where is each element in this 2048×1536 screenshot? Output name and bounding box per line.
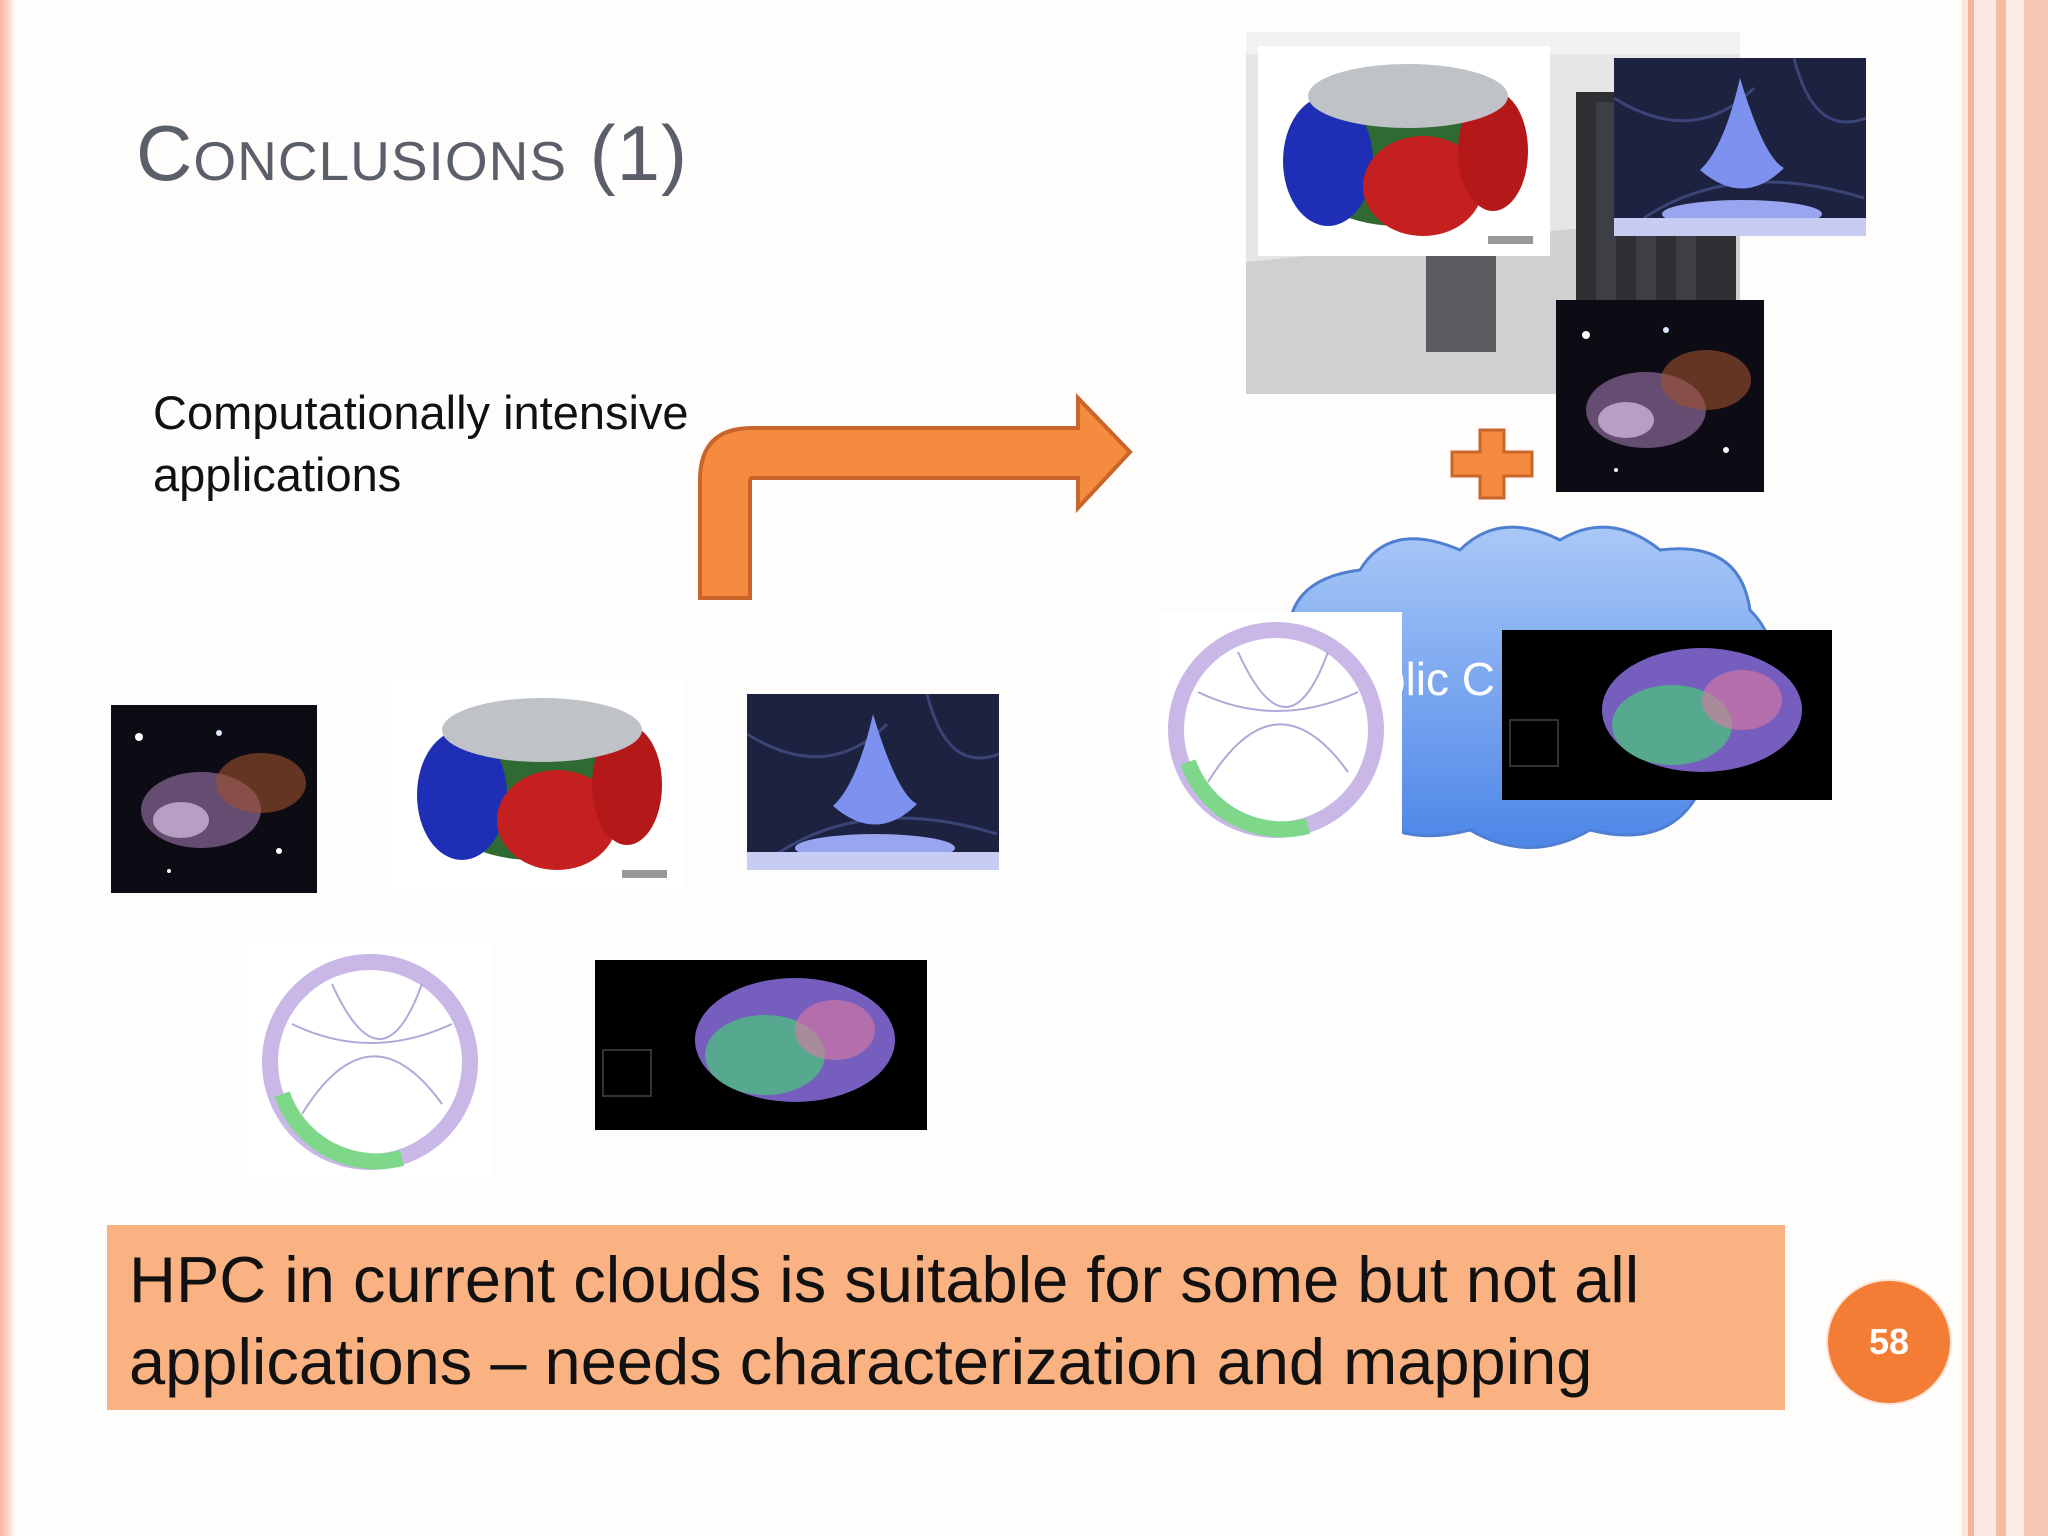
conclusion-box: HPC in current clouds is suitable for so… <box>107 1225 1785 1410</box>
connectome-circle-image <box>248 944 492 1178</box>
slide-title: Conclusions (1) <box>136 109 689 197</box>
connectome-circle-image <box>1158 612 1402 846</box>
protein-structure-image <box>392 680 684 890</box>
right-border <box>1962 0 2048 1536</box>
neuron-synapse-image <box>1614 58 1866 236</box>
bent-arrow-icon <box>698 393 1133 600</box>
protein-structure-image <box>1258 46 1550 256</box>
nebula-image <box>111 705 317 893</box>
nebula-image <box>1556 300 1764 492</box>
brain-tractography-image <box>1502 630 1832 800</box>
left-border-stripe <box>0 0 14 1536</box>
plus-icon <box>1450 428 1534 500</box>
applications-text: Computationally intensive applications <box>153 386 689 501</box>
page-number-badge: 58 <box>1828 1281 1950 1403</box>
conclusion-text: HPC in current clouds is suitable for so… <box>129 1243 1640 1398</box>
neuron-synapse-image <box>747 694 999 870</box>
brain-tractography-image <box>595 960 927 1130</box>
